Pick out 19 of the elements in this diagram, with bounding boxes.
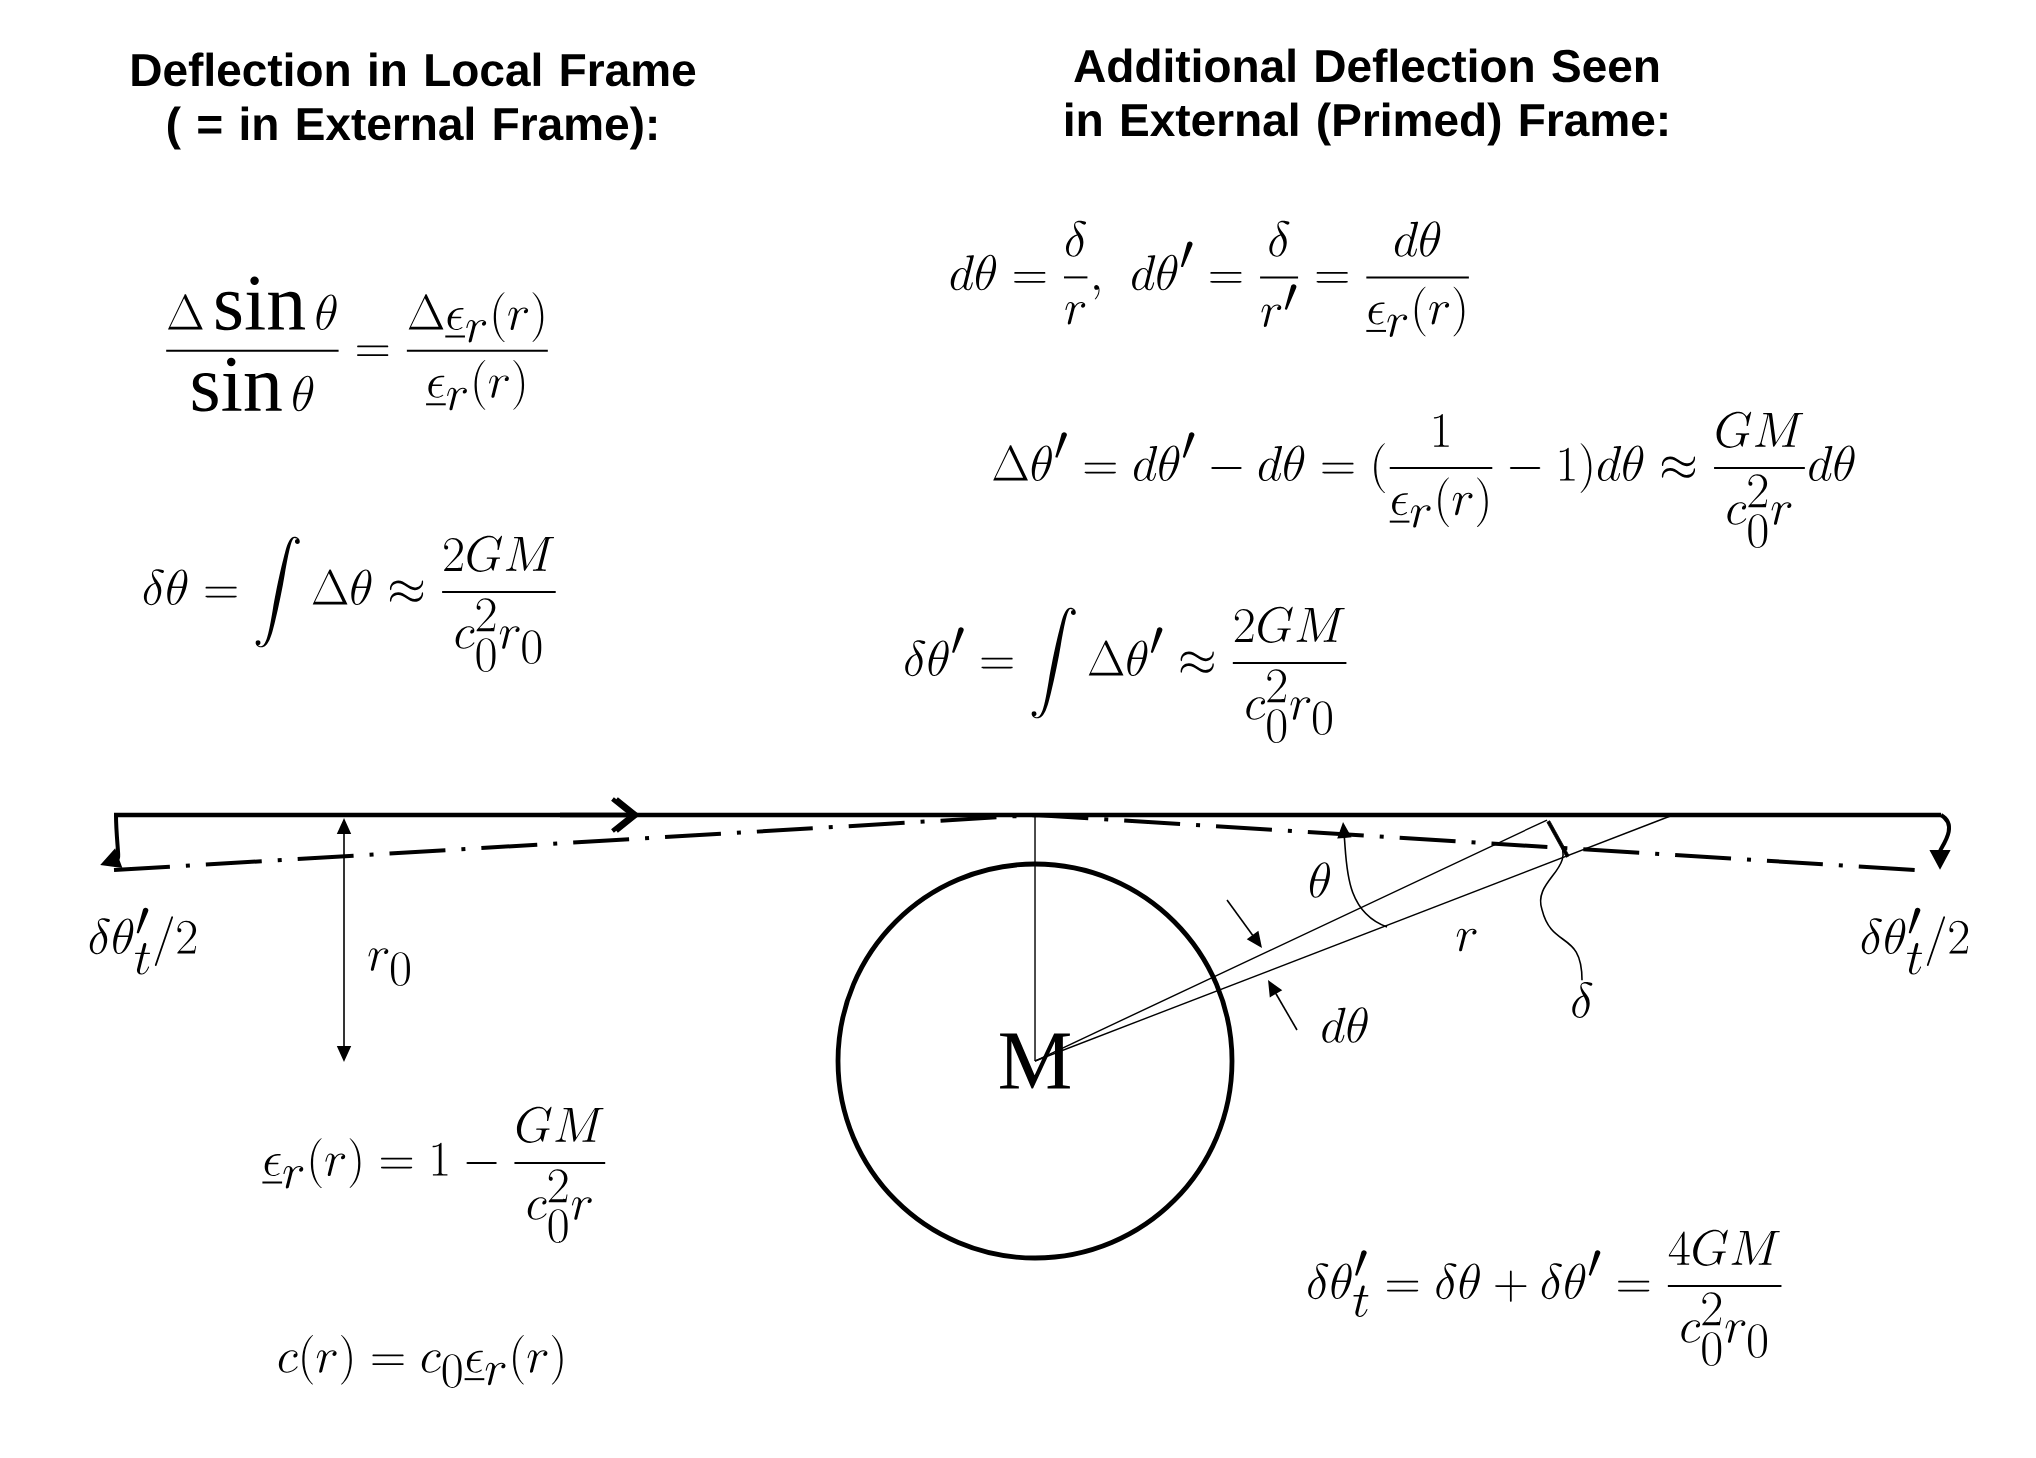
perpendicular-mark bbox=[1546, 820, 1570, 858]
symbol-label: $r$ bbox=[1456, 928, 1477, 952]
symbol-label: $\theta$ bbox=[1309, 862, 1331, 898]
formula: $d\theta=\frac{\delta}{r},\ d\theta'=\frac{\delta}{r'}=\frac{d\theta}{\underline{\epsilon}_r(r)}$ bbox=[950, 220, 1469, 337]
formula: $\delta\theta'=\int\Delta\theta'\approx\frac{2GM}{c_0^2r_0}$ bbox=[905, 606, 1347, 743]
formula: $\underline{\epsilon}_r(r)=1-\frac{GM}{c_0^2r}$ bbox=[262, 1106, 606, 1243]
symbol-label: $r_0$ bbox=[368, 948, 410, 986]
leader-line bbox=[1539, 838, 1583, 982]
symbol-label: $\delta\theta'_t/2$ bbox=[1861, 907, 1969, 975]
heading: Additional Deflection Seen in External (Primed) Frame: bbox=[1066, 48, 1667, 146]
formula: $\frac{\Delta\sin\theta}{\sin\theta}=\frac{\Delta\underline{\epsilon}_r(r)}{\underline{\epsilon}_r(r)}$ bbox=[166, 276, 548, 412]
formula: $\Delta\theta'=d\theta'-d\theta=(\frac{1}{\underline{\epsilon}_r(r)}-1)d\theta\approx\frac{GM}{c_0^2r}d\theta$ bbox=[993, 411, 1855, 548]
symbol-label: $\delta\theta'_t/2$ bbox=[89, 907, 197, 975]
heading: Deflection in Local Frame ( = in External Frame): bbox=[132, 52, 696, 150]
symbol-label: $d\theta$ bbox=[1322, 1007, 1368, 1043]
formula: $c(r)=c_0\underline{\epsilon}_r(r)$ bbox=[278, 1334, 563, 1388]
formula: $\delta\theta=\int\Delta\theta\approx\frac{2GM}{c_0^2r_0}$ bbox=[143, 535, 556, 672]
symbol-label: $\delta$ bbox=[1572, 981, 1593, 1018]
formula: $\delta\theta'_t=\delta\theta+\delta\theta'=\frac{4GM}{c_0^2r_0}$ bbox=[1308, 1229, 1782, 1366]
